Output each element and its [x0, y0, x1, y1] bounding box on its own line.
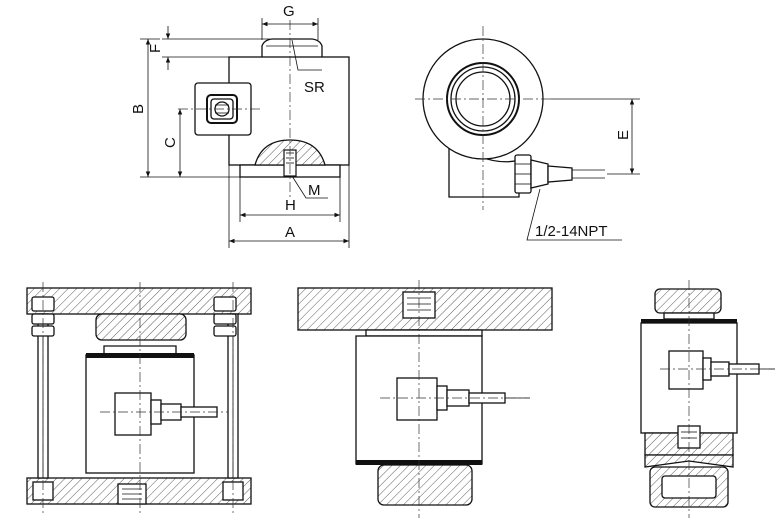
- thread-label: 1/2-14NPT: [535, 223, 608, 240]
- dim-label-a: A: [285, 224, 295, 241]
- top-view-labels: E 1/2-14NPT: [535, 130, 632, 240]
- dim-label-g: G: [283, 3, 295, 20]
- dim-label-f: F: [147, 44, 164, 53]
- dim-label-e: E: [615, 130, 632, 140]
- front-view: [140, 18, 350, 248]
- dim-label-sr: SR: [304, 79, 325, 96]
- dim-label-b: B: [130, 104, 147, 114]
- assembly-plate-mount: [297, 280, 553, 518]
- dim-label-c: C: [162, 137, 179, 148]
- dim-label-h: H: [285, 197, 296, 214]
- assembly-stacked-mount: [640, 280, 775, 518]
- top-view: [415, 26, 640, 241]
- dim-label-m: M: [308, 182, 321, 199]
- assembly-tie-rod-mount: [26, 282, 252, 516]
- front-view-labels: G F SR B C M H A: [130, 3, 325, 241]
